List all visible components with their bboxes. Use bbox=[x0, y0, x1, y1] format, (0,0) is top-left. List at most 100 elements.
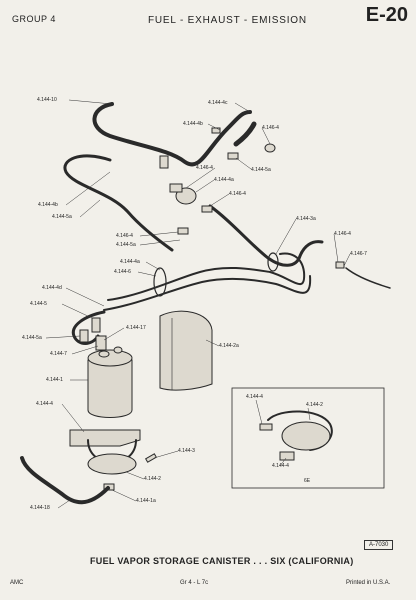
part-label: 4.144-1 bbox=[46, 377, 63, 383]
part-label: 4.146-4 bbox=[334, 231, 351, 237]
line-clip-loop-right bbox=[267, 252, 279, 272]
part-label: 4.144-10 bbox=[37, 97, 57, 103]
leader-line bbox=[255, 399, 263, 425]
part-label: 4.144-7 bbox=[50, 351, 67, 357]
line-clip-loop bbox=[153, 267, 167, 297]
leader-line bbox=[57, 499, 71, 509]
part-label: 4.144-4a bbox=[120, 259, 140, 265]
part-label: 4.144-5a bbox=[251, 167, 271, 173]
leader-line bbox=[275, 218, 297, 255]
leader-line bbox=[207, 123, 221, 131]
part-label: 4.144-18 bbox=[30, 505, 50, 511]
leader-line bbox=[111, 489, 137, 502]
part-label: 4.144-5a bbox=[52, 214, 72, 220]
leader-line bbox=[65, 287, 105, 307]
heat-shield bbox=[159, 310, 213, 391]
fitting-small bbox=[227, 152, 239, 160]
part-label: 4.144-2 bbox=[306, 402, 323, 408]
canister-nipple bbox=[95, 335, 107, 351]
hose-upper bbox=[92, 102, 252, 167]
part-label: 4.144-4 bbox=[246, 394, 263, 400]
tee-fitting bbox=[177, 227, 189, 235]
vapor-line-main bbox=[208, 204, 324, 267]
inset-box bbox=[231, 387, 385, 489]
leader-line bbox=[61, 403, 85, 433]
figure-caption: FUEL VAPOR STORAGE CANISTER . . . SIX (C… bbox=[90, 556, 354, 566]
footer-page-ref: Gr 4 - L 7c bbox=[180, 580, 209, 586]
section-title: FUEL - EXHAUST - EMISSION bbox=[148, 15, 307, 26]
part-label: 4.144-4b bbox=[38, 202, 58, 208]
leader-line bbox=[333, 233, 339, 263]
leader-line bbox=[185, 167, 216, 189]
leader-line bbox=[195, 179, 215, 193]
leader-line bbox=[61, 303, 93, 319]
leader-line bbox=[79, 199, 101, 218]
purge-hose bbox=[20, 456, 110, 505]
group-label: GROUP 4 bbox=[12, 14, 56, 24]
leader-line bbox=[343, 253, 351, 267]
leader-line bbox=[103, 327, 125, 341]
part-label: 4.146-7 bbox=[350, 251, 367, 257]
end-fitting bbox=[335, 261, 345, 269]
canister-port bbox=[98, 350, 110, 358]
vapor-line-lower bbox=[107, 252, 306, 301]
mounting-bracket bbox=[69, 429, 141, 447]
part-label: 4.144-5a bbox=[22, 335, 42, 341]
inset-bracket bbox=[279, 451, 295, 461]
canister-port-2 bbox=[113, 346, 123, 354]
part-label: 4.146-4 bbox=[196, 165, 213, 171]
strap-band bbox=[87, 453, 137, 475]
leader-line bbox=[71, 345, 99, 355]
part-label: 4.146-4 bbox=[262, 125, 279, 131]
pipe-connector bbox=[91, 317, 101, 333]
part-label: 4.144-4a bbox=[214, 177, 234, 183]
part-label: 4.144-4b bbox=[183, 121, 203, 127]
vapor-line-right-tail bbox=[345, 267, 391, 289]
leader-line bbox=[235, 157, 252, 170]
part-label: 4.144-3a bbox=[296, 216, 316, 222]
part-label: 4.144-4 bbox=[272, 463, 289, 469]
leader-line bbox=[234, 102, 251, 113]
inset-label: 6E bbox=[304, 478, 311, 484]
part-label: 4.144-4 bbox=[36, 401, 53, 407]
leader-line bbox=[45, 335, 81, 339]
leader-line bbox=[139, 239, 181, 246]
valve-fitting bbox=[169, 183, 183, 193]
part-label: 4.144-17 bbox=[126, 325, 146, 331]
leader-line bbox=[205, 339, 220, 347]
leader-line bbox=[137, 271, 157, 277]
hose-end-fitting bbox=[159, 155, 169, 169]
canister-body bbox=[87, 359, 133, 418]
mounting-bolt bbox=[144, 453, 158, 463]
part-label: 4.146-4 bbox=[116, 233, 133, 239]
part-label: 4.146-4 bbox=[229, 191, 246, 197]
page-code: E-20 bbox=[365, 4, 408, 26]
inset-bolt bbox=[259, 423, 273, 431]
hose-canister-left bbox=[71, 310, 106, 345]
figure-code: A-7030 bbox=[364, 540, 394, 550]
part-label: 4.144-5a bbox=[116, 242, 136, 248]
footer-printed: Printed in U.S.A. bbox=[346, 580, 391, 586]
leader-line bbox=[145, 261, 161, 271]
part-label: 4.144-2a bbox=[219, 343, 239, 349]
fitting-connector bbox=[211, 127, 221, 134]
pipe-connector-2 bbox=[79, 329, 89, 343]
leader-line bbox=[279, 457, 287, 467]
part-label: 4.144-1a bbox=[136, 498, 156, 504]
leader-line bbox=[307, 407, 311, 421]
footer-publisher: AMC bbox=[10, 580, 24, 586]
leader-line bbox=[209, 193, 230, 207]
part-label: 4.144-3 bbox=[178, 448, 195, 454]
leader-line bbox=[153, 450, 179, 459]
part-label: 4.144-6 bbox=[114, 269, 131, 275]
part-label: 4.144-4c bbox=[208, 100, 228, 106]
leader-line bbox=[261, 127, 271, 145]
leader-line bbox=[65, 171, 111, 206]
part-label: 4.144-2 bbox=[144, 476, 161, 482]
leader-line bbox=[125, 471, 145, 480]
leader-line bbox=[139, 231, 179, 237]
vapor-line-lower-2 bbox=[103, 275, 312, 311]
leader-line bbox=[68, 99, 113, 105]
